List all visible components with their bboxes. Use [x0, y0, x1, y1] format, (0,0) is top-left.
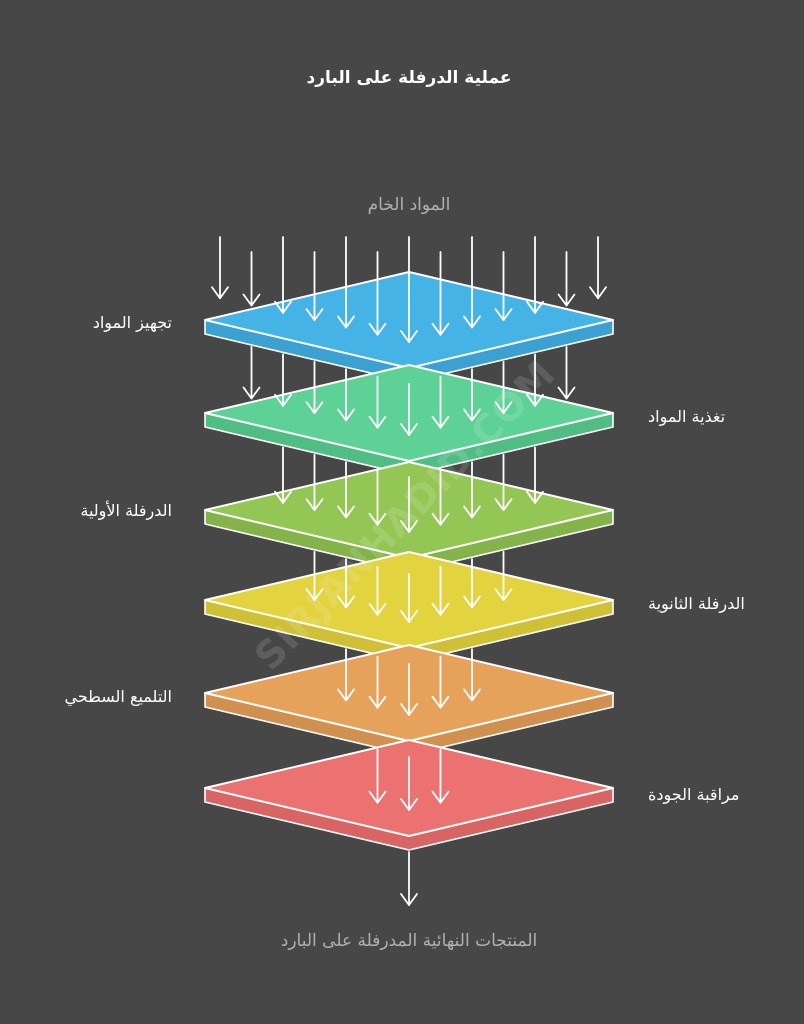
down-arrow-icon: [305, 453, 324, 512]
down-arrow-icon: [431, 748, 450, 804]
down-arrow-icon: [368, 748, 387, 804]
step-label-surface-polishing: التلميع السطحي: [64, 687, 172, 706]
down-arrow-icon: [305, 251, 324, 322]
down-arrow-icon: [557, 251, 576, 307]
down-arrow-icon: [463, 461, 481, 519]
step-label-primary-rolling: الدرفلة الأولية: [80, 501, 172, 520]
down-arrow-icon: [368, 565, 387, 616]
down-arrow-icon: [400, 573, 418, 623]
down-arrow-icon: [337, 236, 355, 329]
down-arrow-icon: [242, 251, 261, 307]
step-label-quality-control: مراقبة الجودة: [648, 785, 740, 804]
step-label-material-feeding: تغذية المواد: [648, 407, 726, 426]
down-arrow-icon: [494, 453, 513, 512]
down-arrow-icon: [431, 655, 450, 709]
down-arrow-icon: [431, 375, 450, 429]
down-arrow-icon: [526, 353, 544, 407]
down-arrow-icon: [368, 468, 387, 526]
down-arrow-icon: [242, 346, 261, 400]
down-arrow-icon: [274, 236, 292, 314]
step-label-secondary-rolling: الدرفلة الثانوية: [648, 594, 745, 613]
down-arrow-icon: [368, 655, 387, 709]
down-arrow-icon: [305, 360, 324, 415]
down-arrow-icon: [431, 468, 450, 526]
final-products-label: المنتجات النهائية المدرفلة على البارد: [280, 931, 538, 951]
down-arrow-icon: [463, 558, 481, 609]
process-plates: [204, 271, 614, 851]
down-arrow-icon: [494, 550, 513, 602]
down-arrow-icon: [400, 663, 418, 716]
down-arrow-icon: [431, 251, 450, 336]
down-arrow-icon: [431, 565, 450, 616]
step-label-material-preparation: تجهيز المواد: [92, 313, 172, 332]
down-arrow-icon: [400, 851, 418, 906]
down-arrow-icon: [463, 368, 481, 422]
down-arrow-icon: [400, 756, 418, 811]
down-arrow-icon: [337, 648, 355, 702]
down-arrow-icon: [400, 476, 418, 533]
down-arrow-icon: [400, 383, 418, 436]
down-arrow-icon: [526, 446, 544, 504]
down-arrow-icon: [526, 236, 544, 314]
down-arrow-icon: [368, 251, 387, 336]
diagram-title: عملية الدرفلة على البارد: [306, 68, 512, 88]
flow-arrows: [211, 236, 607, 906]
down-arrow-icon: [557, 346, 576, 400]
down-arrow-icon: [305, 550, 324, 602]
down-arrow-icon: [337, 461, 355, 519]
down-arrow-icon: [463, 236, 481, 329]
down-arrow-icon: [337, 558, 355, 609]
down-arrow-icon: [589, 236, 607, 300]
down-arrow-icon: [337, 368, 355, 422]
down-arrow-icon: [494, 360, 513, 415]
down-arrow-icon: [274, 446, 292, 504]
down-arrow-icon: [368, 375, 387, 429]
down-arrow-icon: [494, 251, 513, 322]
down-arrow-icon: [211, 236, 229, 300]
down-arrow-icon: [463, 648, 481, 702]
down-arrow-icon: [400, 236, 418, 343]
down-arrow-icon: [274, 353, 292, 407]
raw-materials-label: المواد الخام: [367, 195, 451, 215]
